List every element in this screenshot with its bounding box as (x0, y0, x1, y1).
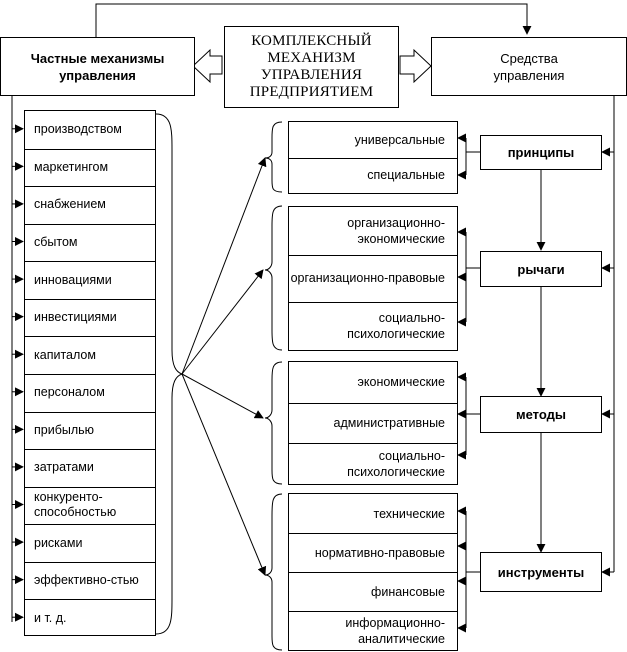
means-methods-box: методы (480, 396, 602, 433)
group-brace-2 (264, 205, 283, 351)
fan-arrow-2 (181, 269, 264, 375)
group-separator (289, 302, 457, 304)
list-separator (25, 261, 155, 263)
means-principles-label: принципы (507, 145, 575, 160)
group-separator (289, 254, 457, 256)
left-header-title: Частные механизмы управления (30, 50, 165, 83)
private-mechanism-item: персоналом (34, 385, 105, 400)
means-category-item: социально-​психологические (347, 448, 445, 479)
means-principles-box: принципы (480, 135, 602, 170)
list-separator (25, 524, 155, 526)
group-separator (289, 572, 457, 573)
private-mechanism-item: сбытом (34, 234, 78, 249)
means-category-item: организационно-​экономические (347, 215, 445, 246)
left-brace (155, 113, 184, 635)
private-mechanisms-list: производством маркетингом снабжением сбытом… (24, 110, 156, 636)
list-separator (25, 561, 155, 563)
left-bus-arrows (12, 124, 24, 622)
list-separator (25, 411, 155, 413)
means-methods-label: методы (516, 407, 566, 422)
means-instruments-label: инструменты (497, 564, 585, 580)
private-mechanism-item: капиталом (34, 347, 96, 362)
means-category-item: экономические (357, 375, 446, 390)
list-separator (25, 374, 155, 375)
private-mechanism-item: рисками (34, 535, 83, 550)
means-category-item: финансовые (371, 584, 445, 599)
left-header-box: Частные механизмы управления (0, 37, 195, 96)
means-levers-label: рычаги (517, 261, 565, 277)
list-separator (25, 223, 155, 225)
right-header-box: Средства управления (431, 37, 627, 96)
means-category-item: технические (373, 506, 445, 521)
private-mechanism-item: прибылью (34, 422, 95, 437)
private-mechanism-item: и т. д. (34, 610, 67, 625)
group-methods-box: экономические административные социально-​… (288, 361, 458, 485)
group-organizational-box: организационно-​экономические организацио… (288, 206, 458, 351)
group-tools-box: технические нормативно-​правовые финансовы… (288, 493, 458, 651)
means-levers-box: рычаги (480, 251, 602, 287)
list-separator (25, 449, 155, 451)
private-mechanism-item: инвестициями (34, 310, 117, 325)
means-category-item: информационно-​аналитические (345, 615, 445, 646)
list-separator (25, 599, 155, 601)
means-category-item: специальные (367, 168, 445, 183)
group-separator (289, 402, 457, 404)
hollow-arrow-left (192, 48, 223, 84)
hollow-arrow-right (399, 48, 432, 84)
list-separator (25, 298, 155, 300)
group-separator (289, 157, 457, 159)
means-category-item: организационно-​правовые (290, 271, 445, 286)
fan-arrow-3 (181, 373, 264, 419)
group-separator (289, 611, 457, 612)
private-mechanism-item: производством (34, 122, 122, 137)
fan-arrow-4 (181, 373, 267, 576)
group-brace-4 (264, 493, 283, 651)
group-separator (289, 443, 457, 445)
group-brace-3 (264, 361, 283, 485)
right-header-title: Средства управления (493, 50, 565, 83)
list-separator (25, 486, 155, 488)
means-category-item: социально-​психологические (347, 311, 445, 342)
private-mechanism-item: снабжением (34, 197, 106, 212)
private-mechanism-item: маркетингом (34, 159, 109, 174)
means-category-item: нормативно-​правовые (314, 545, 445, 560)
list-separator (25, 148, 155, 150)
means-category-item: универсальные (354, 132, 445, 147)
group-separator (289, 533, 457, 534)
list-separator (25, 186, 155, 188)
group-brace-1 (264, 121, 283, 193)
top-loop-connector (95, 3, 532, 37)
private-mechanism-item: затратами (34, 460, 94, 475)
fan-arrow-1 (181, 157, 267, 375)
private-mechanism-item: инновациями (34, 272, 112, 287)
means-category-item: административные (333, 415, 446, 430)
center-title: КОМПЛЕКСНЫЙ МЕХАНИЗМ УПРАВЛЕНИЯ ПРЕДПРИЯ… (249, 33, 374, 100)
group-universal-box: универсальные специальные (288, 121, 458, 194)
list-separator (25, 336, 155, 338)
private-mechanism-item: эффективно-​стью (34, 573, 139, 588)
center-mechanism-box: КОМПЛЕКСНЫЙ МЕХАНИЗМ УПРАВЛЕНИЯ ПРЕДПРИЯ… (224, 26, 399, 108)
private-mechanism-item: конкуренто-​способностью (34, 490, 117, 520)
means-instruments-box: инструменты (480, 552, 602, 592)
